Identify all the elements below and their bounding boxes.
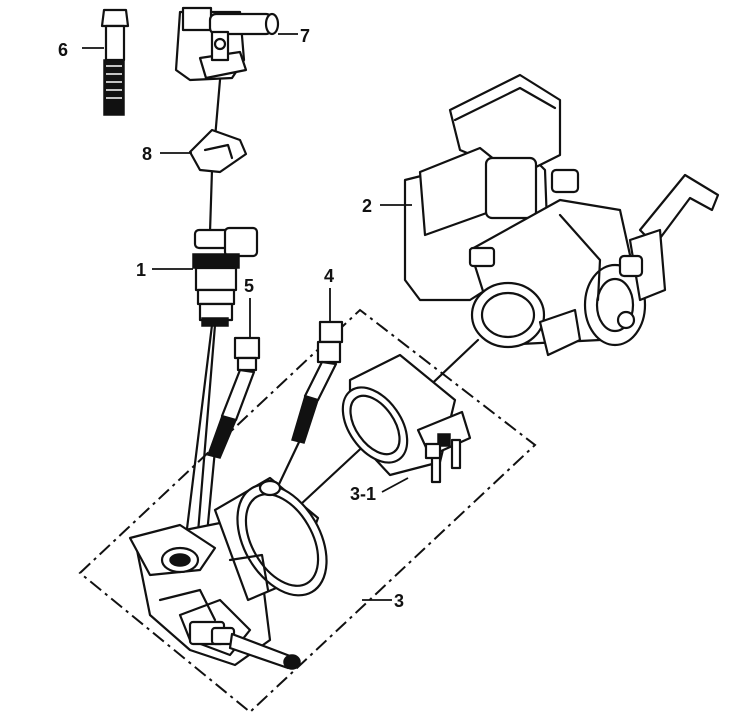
bolt-6 (100, 8, 130, 116)
clamp-sleeve-3-1 (341, 353, 472, 484)
callout-1: 1 (136, 260, 146, 280)
fuel-rail-7 (174, 6, 280, 82)
leader-lines (82, 33, 412, 601)
throttle-body-2 (403, 73, 720, 357)
callout-4: 4 (324, 266, 334, 286)
callout-5: 5 (244, 276, 254, 296)
assembly-3-boundary (78, 308, 537, 714)
callout-6: 6 (58, 40, 68, 60)
clip-8 (188, 128, 248, 174)
callout-2: 2 (362, 196, 372, 216)
callout-7: 7 (300, 26, 310, 46)
callout-3-1: 3-1 (350, 484, 376, 504)
bolt-5 (207, 336, 261, 459)
manifold-3 (128, 476, 328, 670)
callout-8: 8 (142, 144, 152, 164)
stud-bolt-4 (291, 320, 344, 444)
callout-3: 3 (394, 591, 404, 611)
fuel-injector-1 (192, 226, 259, 327)
